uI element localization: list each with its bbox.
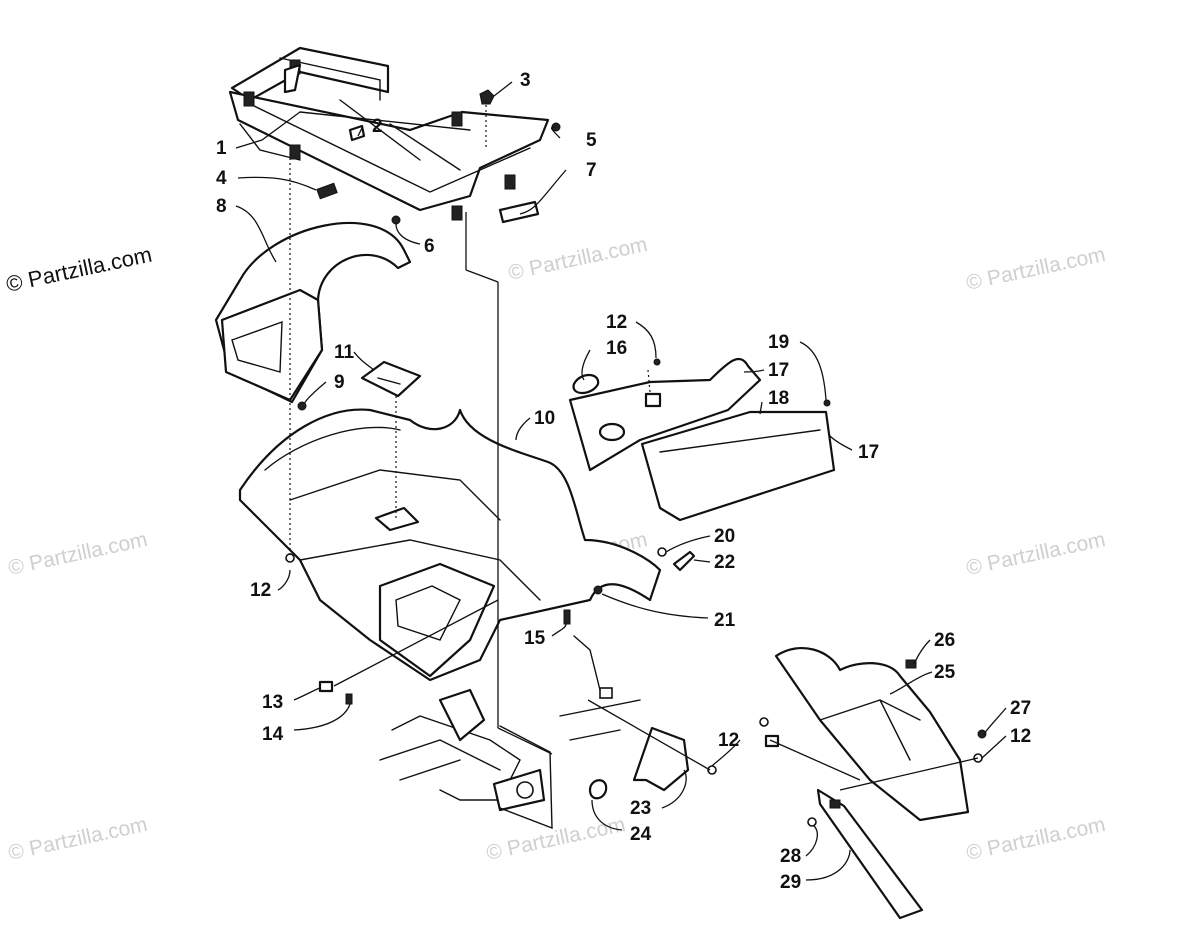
gasket-ring: [572, 373, 600, 395]
callout-labels: 1 2 3 5 4 7 8 6 12 16 11 19 17 9 18 10 1…: [216, 70, 1031, 893]
callout-12: 12: [1010, 726, 1031, 747]
footwell-guard: [774, 647, 970, 822]
right-side-panel: [640, 410, 836, 522]
grommet: [285, 553, 295, 563]
mud-flap-bracket: [559, 635, 690, 792]
watermark: © Partzilla.com: [964, 813, 1107, 865]
callout-21: 21: [714, 610, 736, 631]
callout-leaders: [235, 81, 1007, 881]
bracket-nut: [318, 680, 334, 693]
assembly-lines: [289, 100, 979, 791]
callout-9: 9: [334, 372, 345, 393]
callout-16: 16: [606, 338, 627, 359]
hose-clamp: [588, 779, 608, 800]
callout-12: 12: [250, 580, 271, 601]
clip: [905, 659, 917, 669]
callout-20: 20: [714, 526, 735, 547]
callout-14: 14: [262, 724, 284, 745]
callout-13: 13: [262, 692, 283, 713]
left-side-panel: [568, 357, 762, 472]
callout-12: 12: [718, 730, 739, 751]
callout-15: 15: [524, 628, 546, 649]
callout-2: 2: [372, 116, 383, 137]
grommet: [593, 585, 603, 595]
mud-flap: [816, 788, 924, 920]
callout-1: 1: [216, 138, 227, 159]
callout-22: 22: [714, 552, 735, 573]
watermark: © Partzilla.com: [6, 528, 149, 580]
callout-26: 26: [934, 630, 955, 651]
screw: [977, 729, 987, 739]
reflector: [498, 200, 540, 224]
callout-28: 28: [780, 846, 801, 867]
callout-25: 25: [934, 662, 956, 683]
fastener: [672, 550, 696, 572]
frame-section: [379, 688, 553, 830]
screw: [563, 609, 571, 625]
callout-5: 5: [586, 130, 597, 151]
callout-19: 19: [768, 332, 789, 353]
grommet: [759, 717, 769, 727]
rear-fender: [214, 221, 412, 404]
copyright-watermark: © Partzilla.com: [4, 242, 154, 297]
rack-decal: [348, 124, 366, 142]
push-rivet: [653, 358, 661, 366]
watermark: © Partzilla.com: [964, 243, 1107, 295]
rack-nut: [479, 89, 495, 105]
callout-17: 17: [768, 360, 789, 381]
callout-6: 6: [424, 236, 435, 257]
washer: [807, 817, 817, 827]
callout-29: 29: [780, 872, 801, 893]
screw: [345, 693, 353, 705]
watermark: © Partzilla.com: [484, 813, 627, 865]
callout-4: 4: [216, 168, 227, 189]
main-body-panel: [238, 408, 662, 682]
callout-11: 11: [334, 342, 355, 363]
callout-17: 17: [858, 442, 879, 463]
callout-7: 7: [586, 160, 597, 181]
watermark: © Partzilla.com: [6, 813, 149, 865]
callout-23: 23: [630, 798, 651, 819]
watermark: © Partzilla.com: [506, 233, 649, 285]
callout-3: 3: [520, 70, 531, 91]
panel-clip: [644, 392, 662, 408]
rack-bolt: [316, 182, 338, 200]
callout-10: 10: [534, 408, 555, 429]
callout-18: 18: [768, 388, 789, 409]
callout-27: 27: [1010, 698, 1031, 719]
screw: [391, 215, 401, 225]
callout-24: 24: [630, 824, 652, 845]
push-rivet: [823, 399, 831, 407]
watermark: © Partzilla.com: [964, 528, 1107, 580]
callout-12: 12: [606, 312, 627, 333]
storage-cap: [360, 360, 422, 398]
callout-8: 8: [216, 196, 227, 217]
rear-rack: [228, 46, 550, 221]
washer: [657, 547, 667, 557]
